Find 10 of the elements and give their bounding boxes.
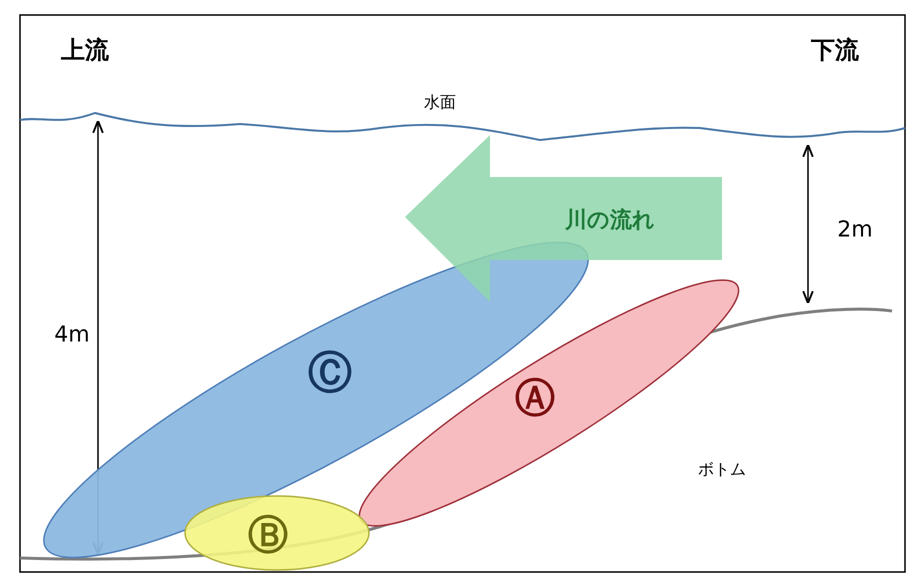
riverbed-label: ボトム — [698, 460, 746, 480]
upstream-label: 上流 — [61, 35, 109, 66]
region-letter: Ⓒ — [308, 346, 352, 400]
downstream-label: 下流 — [811, 35, 859, 66]
dimension-label: 2m — [837, 218, 873, 242]
dimension-label: 4m — [54, 322, 90, 348]
region-letter: Ⓐ — [515, 374, 555, 424]
water-surface-label: 水面 — [424, 92, 456, 114]
arrow-label: 川の流れ — [565, 206, 655, 235]
region-letter: Ⓑ — [248, 512, 288, 560]
